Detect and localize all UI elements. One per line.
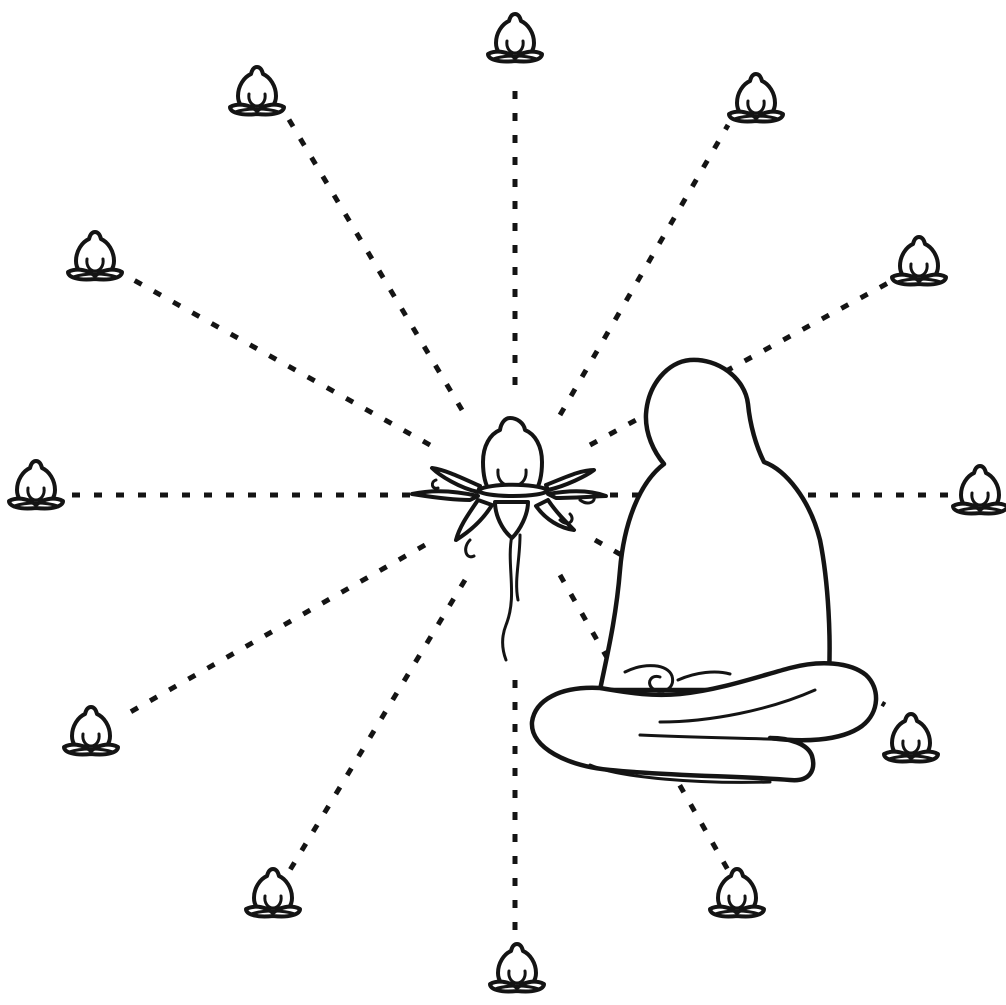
small-seated-figure-icon [68, 232, 122, 280]
small-seated-figure-icon [729, 74, 783, 122]
small-seated-figure-icon [490, 944, 544, 992]
small-seated-figure-icon [884, 714, 938, 762]
small-seated-figure-icon [488, 14, 542, 62]
small-seated-figure-icon [246, 869, 300, 917]
small-seated-figure-icon [892, 237, 946, 285]
small-seated-figure-icon [953, 466, 1006, 514]
small-seated-figure-icon [64, 707, 118, 755]
small-seated-figure-icon [9, 461, 63, 509]
small-seated-figure-icon [710, 869, 764, 917]
small-seated-figure-icon [230, 67, 284, 115]
large-seated-meditator-icon [532, 360, 876, 783]
